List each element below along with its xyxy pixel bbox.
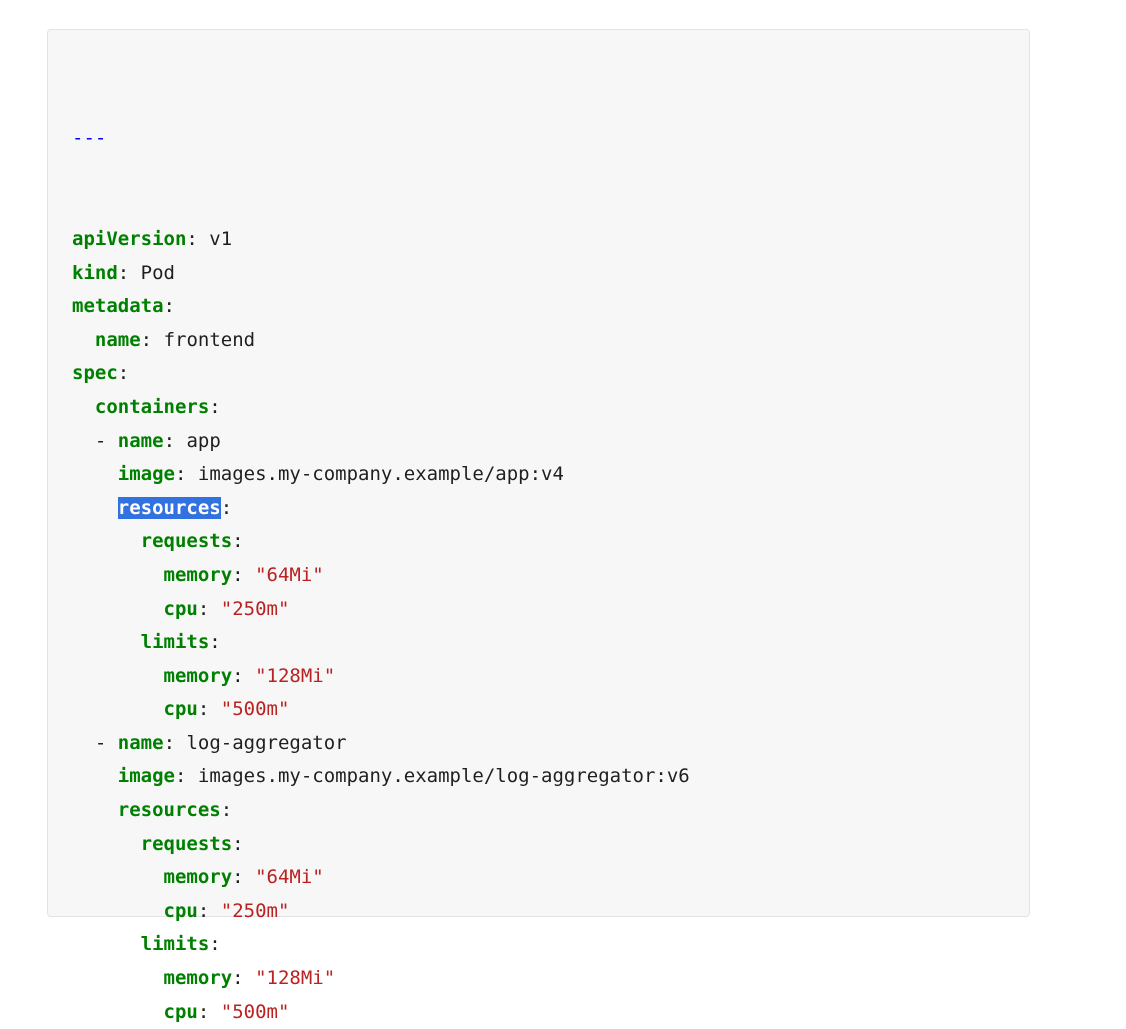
yaml-key: requests (140, 530, 233, 553)
yaml-value: app (186, 429, 221, 452)
code-line: spec: (72, 357, 690, 391)
yaml-key: requests (140, 832, 233, 855)
colon: : (220, 799, 233, 822)
yaml-key: memory (163, 563, 233, 586)
colon: : (163, 429, 176, 452)
code-line: requests: (72, 828, 690, 862)
code-line: memory: "128Mi" (72, 962, 690, 996)
code-line: memory: "64Mi" (72, 861, 690, 895)
yaml-value: log-aggregator (186, 731, 347, 754)
colon: : (197, 597, 210, 620)
yaml-value: Pod (140, 261, 175, 284)
code-line: memory: "64Mi" (72, 559, 690, 593)
selected-key: resources (117, 496, 221, 519)
yaml-key: cpu (163, 698, 198, 721)
yaml-string-value: "250m" (220, 597, 290, 620)
code-line-document-marker: --- (72, 122, 690, 156)
code-line: resources: (72, 492, 690, 526)
yaml-key: memory (163, 967, 233, 990)
colon: : (174, 463, 187, 486)
colon: : (117, 261, 130, 284)
colon: : (232, 967, 244, 990)
code-line: resources: (72, 794, 690, 828)
code-line: requests: (72, 525, 690, 559)
code-line: memory: "128Mi" (72, 660, 690, 694)
colon: : (232, 866, 244, 889)
yaml-string-value: "128Mi" (255, 967, 336, 990)
document-marker: --- (72, 127, 107, 150)
colon: : (197, 698, 210, 721)
yaml-key: cpu (163, 899, 198, 922)
yaml-key: metadata (72, 295, 164, 318)
code-line: apiVersion: v1 (72, 223, 690, 257)
colon: : (174, 765, 187, 788)
colon: : (232, 664, 244, 687)
yaml-key: limits (140, 631, 210, 654)
colon: : (163, 295, 175, 318)
yaml-string-value: "128Mi" (255, 664, 336, 687)
yaml-value: v1 (209, 227, 233, 250)
yaml-string-value: "64Mi" (255, 866, 324, 889)
code-line: - name: log-aggregator (72, 727, 690, 761)
yaml-key: image (117, 463, 175, 486)
code-line: kind: Pod (72, 257, 690, 291)
list-item-dash: - (94, 429, 107, 452)
yaml-key: spec (72, 362, 118, 385)
yaml-key: name (94, 328, 141, 351)
colon: : (197, 1000, 210, 1023)
yaml-key: resources (117, 799, 221, 822)
yaml-string-value: "500m" (220, 1000, 290, 1023)
colon: : (220, 496, 233, 519)
yaml-key: name (117, 731, 164, 754)
code-line: containers: (72, 391, 690, 425)
yaml-key: memory (163, 866, 233, 889)
code-line: - name: app (72, 425, 690, 459)
code-line: cpu: "500m" (72, 996, 690, 1029)
colon: : (186, 227, 198, 250)
colon: : (232, 530, 244, 553)
yaml-value: images.my-company.example/log-aggregator… (197, 765, 690, 788)
yaml-value: frontend (163, 328, 256, 351)
code-line: cpu: "500m" (72, 693, 690, 727)
colon: : (232, 563, 244, 586)
code-line: limits: (72, 928, 690, 962)
yaml-string-value: "250m" (220, 899, 290, 922)
code-line: image: images.my-company.example/log-agg… (72, 760, 690, 794)
yaml-key: image (117, 765, 175, 788)
yaml-key: kind (72, 261, 118, 284)
colon: : (117, 362, 130, 385)
yaml-key: containers (94, 395, 210, 418)
yaml-key: apiVersion (72, 227, 187, 250)
code-line: image: images.my-company.example/app:v4 (72, 458, 690, 492)
colon: : (209, 395, 221, 418)
yaml-key: cpu (163, 1000, 198, 1023)
yaml-string-value: "500m" (220, 698, 290, 721)
yaml-string-value: "64Mi" (255, 563, 324, 586)
yaml-key: cpu (163, 597, 198, 620)
list-item-dash: - (94, 731, 107, 754)
code-line: name: frontend (72, 324, 690, 358)
yaml-key: name (117, 429, 164, 452)
colon: : (140, 328, 153, 351)
code-line: cpu: "250m" (72, 593, 690, 627)
code-line: limits: (72, 626, 690, 660)
yaml-value: images.my-company.example/app:v4 (197, 463, 564, 486)
colon: : (209, 631, 221, 654)
colon: : (163, 731, 176, 754)
colon: : (232, 832, 244, 855)
yaml-key: memory (163, 664, 233, 687)
colon: : (197, 899, 210, 922)
code-line: metadata: (72, 290, 690, 324)
code-line: cpu: "250m" (72, 895, 690, 929)
